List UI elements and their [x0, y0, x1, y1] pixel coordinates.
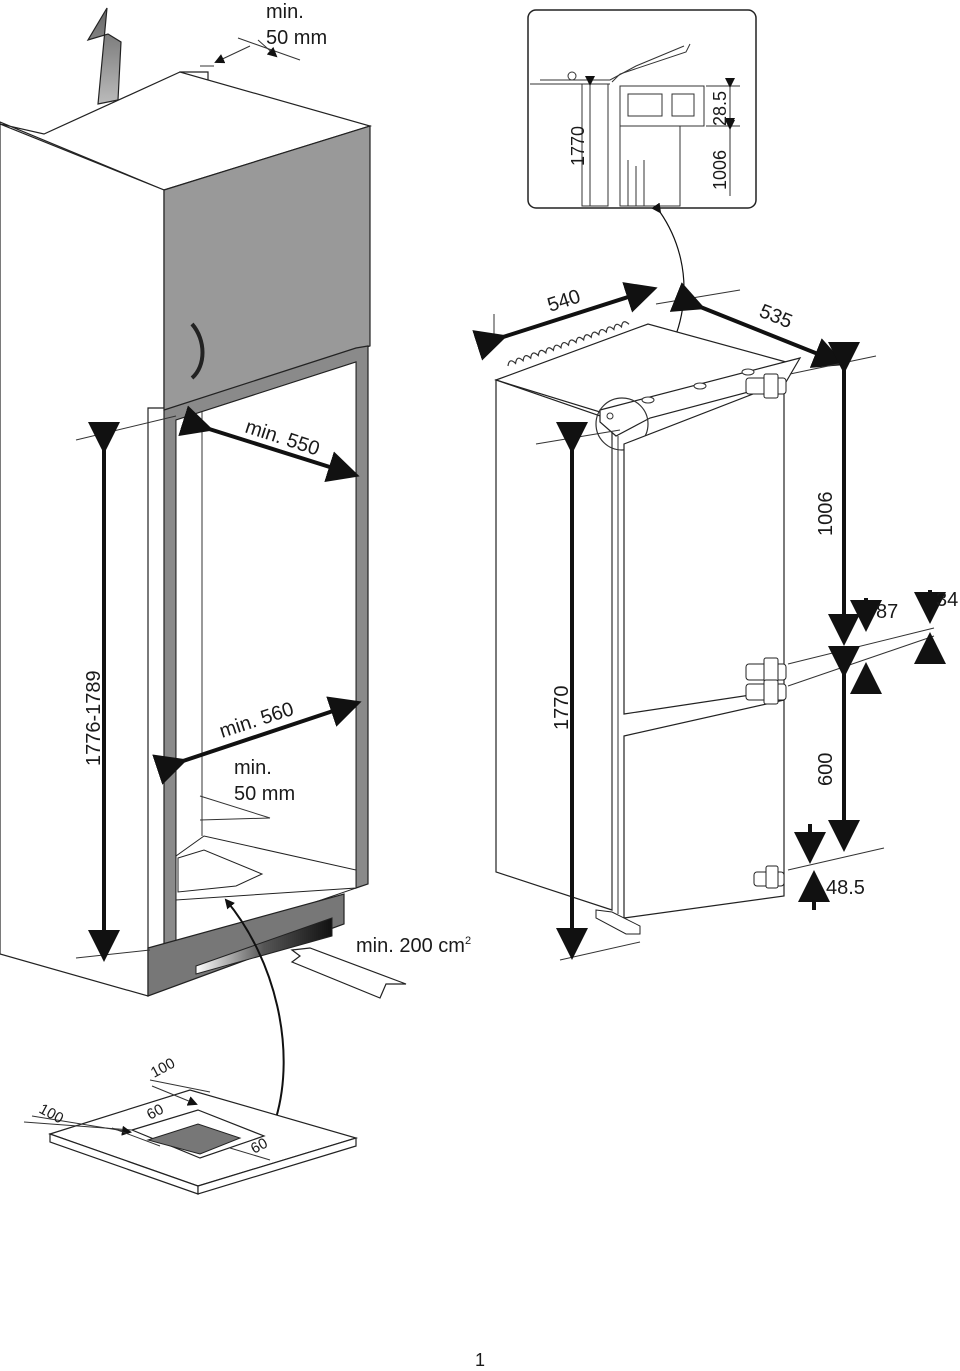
inset-offset-label: 28.5 [710, 91, 730, 126]
gap-87-label: 87 [876, 601, 898, 623]
bottom-clearance-value: 50 mm [234, 783, 295, 805]
cutout-inner-b: 60 [248, 1135, 271, 1158]
lower-fridge-door [623, 699, 785, 919]
cabinet-drawing: min. 50 mm 1776-1789 min. 550 min. 560 m… [0, 1, 471, 1128]
fridge-upper-label: 1006 [815, 492, 837, 537]
fridge-lower-label: 600 [815, 753, 837, 786]
top-clearance-min: min. [266, 1, 304, 23]
door-handle-icon [190, 322, 205, 380]
fridge-depth-label: 535 [756, 300, 795, 333]
inset-height-label: 1770 [568, 126, 588, 166]
bottom-clearance-min: min. [234, 757, 272, 779]
inset-upper-label: 1006 [710, 150, 730, 190]
vent-area-label: min. 200 cm2 [356, 935, 471, 957]
hinge-top-icon [745, 373, 787, 399]
fridge-height-label: 1770 [551, 686, 573, 731]
page-number: 1 [474, 1350, 485, 1370]
exhaust-arrow-icon [86, 7, 122, 105]
hinge-bottom-icon [753, 865, 785, 889]
bottom-offset-label: 48.5 [826, 877, 865, 899]
height-range-label: 1776-1789 [83, 670, 105, 766]
plinth-cutout-detail: 100 100 60 60 [23, 1055, 359, 1195]
hinge-middle-icon [745, 657, 787, 705]
air-inlet-arrow-icon [290, 947, 407, 999]
detail-callout-circle [595, 397, 649, 451]
cutout-outer-b: 100 [148, 1055, 178, 1082]
fridge-drawing: 540 535 1770 1006 87 34 600 48.5 [472, 282, 958, 961]
cutout-inner-a: 60 [144, 1101, 167, 1124]
hinge-inset-detail: 1770 28.5 1006 [527, 9, 757, 400]
gap-34-label: 34 [936, 589, 958, 611]
top-clearance-value: 50 mm [266, 27, 327, 49]
